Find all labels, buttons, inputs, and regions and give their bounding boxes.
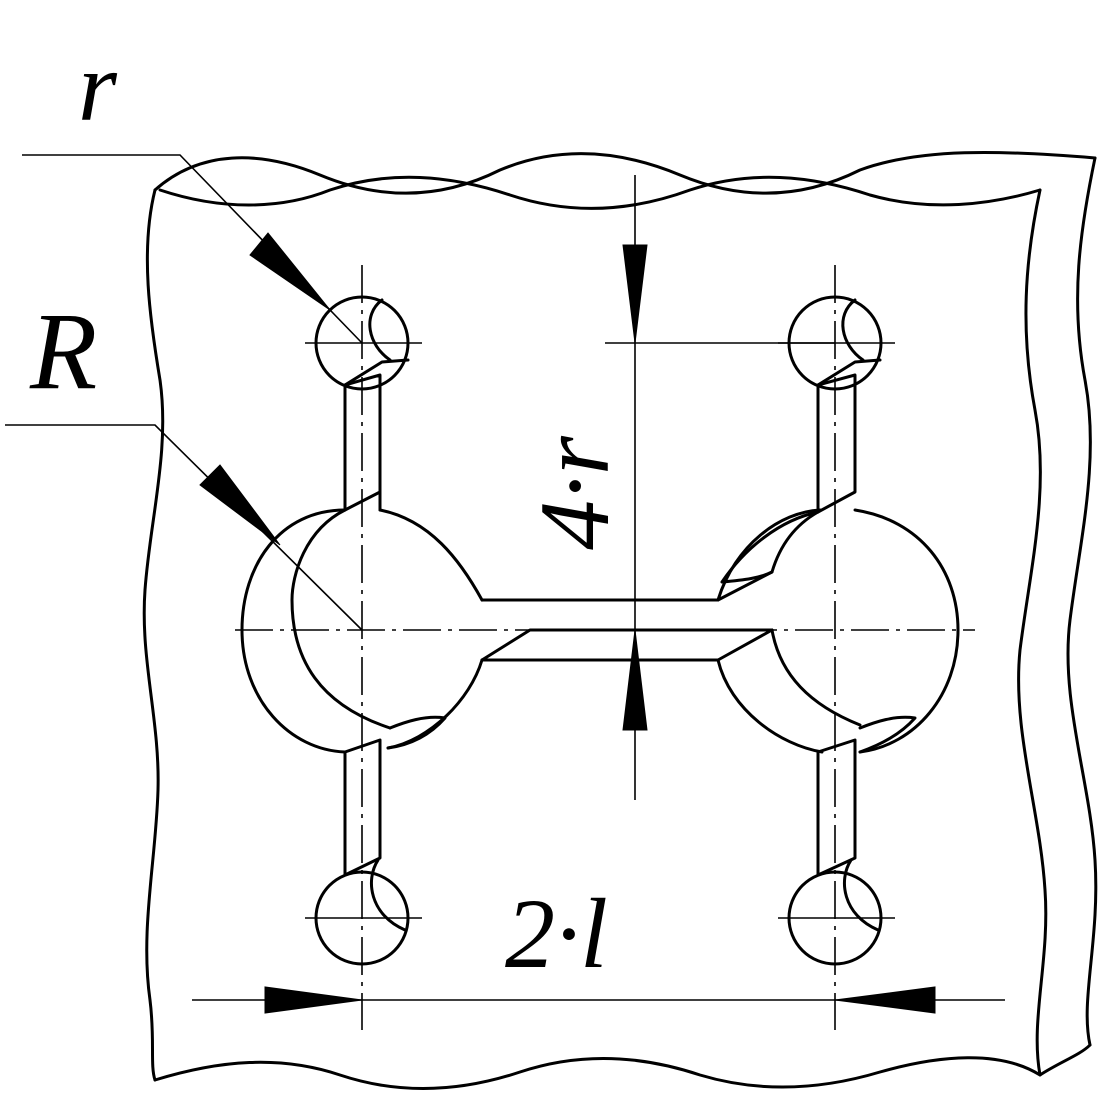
arrowhead-R xyxy=(199,464,281,546)
dimension-2l xyxy=(192,986,1005,1014)
stem-top-right xyxy=(816,373,857,514)
stem-top-left xyxy=(343,373,382,512)
bottom-right-ball xyxy=(787,858,883,966)
stems xyxy=(343,358,882,877)
sheet-top-break-edge-inner xyxy=(158,175,1042,210)
arrowhead-4r-top xyxy=(622,244,648,344)
sheet-top-break-edge xyxy=(153,150,1097,195)
leader-R xyxy=(5,424,363,631)
small-balls xyxy=(314,295,883,966)
label-r: r xyxy=(78,31,118,142)
stem-bottom-right xyxy=(816,738,857,877)
sheet-right-break-edge xyxy=(1066,156,1098,1047)
right-large-sphere xyxy=(716,508,960,754)
arrowhead-r xyxy=(249,232,331,311)
label-2l: 2·l xyxy=(505,878,608,989)
bottom-left-ball xyxy=(314,858,410,966)
arrowhead-4r-bottom xyxy=(622,629,648,731)
sheet-left-break-edge xyxy=(142,188,165,1082)
dimension-4r xyxy=(605,175,835,800)
top-left-ball xyxy=(314,295,410,391)
sheet-bottom-break-edge xyxy=(153,1043,1092,1091)
label-R: R xyxy=(29,290,97,412)
stem-bottom-left xyxy=(343,738,382,877)
sheet-outline xyxy=(142,150,1098,1091)
arrowhead-2l-left xyxy=(264,986,363,1014)
label-4r: 4·r xyxy=(519,435,630,550)
left-large-sphere xyxy=(240,508,484,754)
connecting-rod xyxy=(480,570,774,662)
leader-r xyxy=(22,154,363,344)
arrowhead-2l-right xyxy=(834,986,936,1014)
sheet-right-break-edge-inner xyxy=(1017,188,1048,1077)
